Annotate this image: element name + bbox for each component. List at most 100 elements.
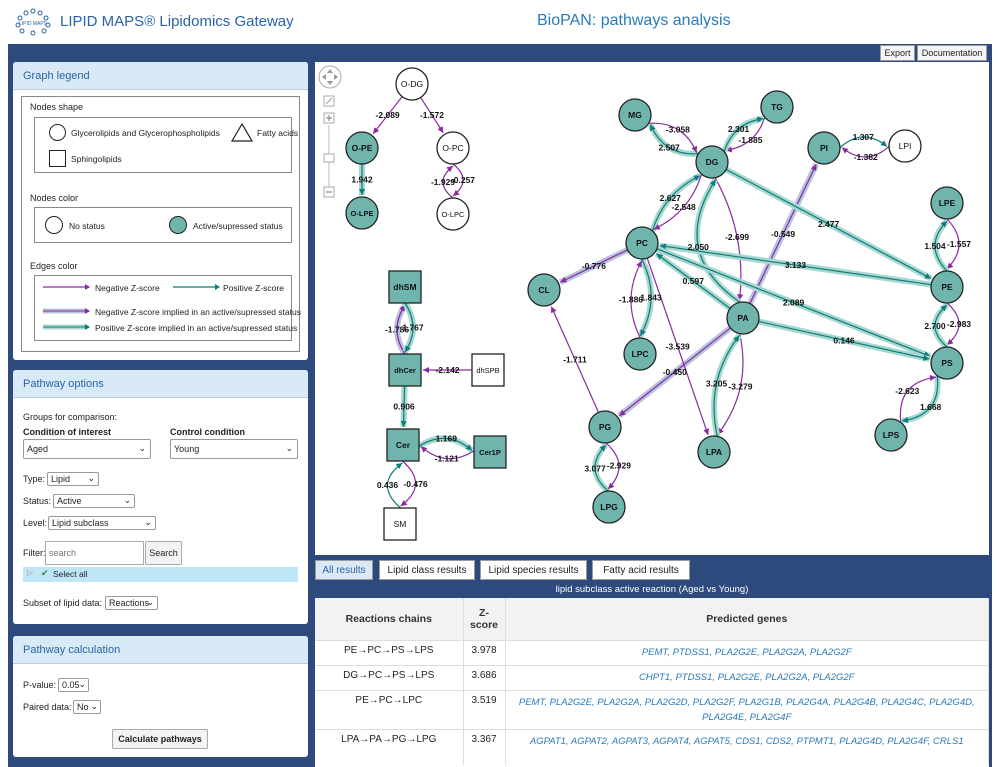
node-pi[interactable]: [807, 131, 841, 165]
edge-label: -1.557: [947, 239, 971, 249]
node-pc[interactable]: [625, 226, 659, 260]
edge[interactable]: [550, 306, 600, 413]
results-table: Reactions chains Z-score Predicted genes…: [315, 598, 989, 765]
node-lpi[interactable]: [888, 129, 922, 163]
subset-select[interactable]: Reactions⌄: [105, 596, 158, 610]
lipid-maps-logo[interactable]: LIPID MAPS: [14, 8, 52, 36]
edge-arrow-icon: [841, 147, 849, 154]
node-lpa[interactable]: [697, 435, 731, 469]
search-button[interactable]: Search: [145, 541, 182, 565]
edge[interactable]: [659, 244, 932, 286]
documentation-button[interactable]: Documentation: [917, 45, 987, 61]
edge[interactable]: [630, 260, 643, 339]
site-title[interactable]: LIPID MAPS® Lipidomics Gateway: [60, 13, 294, 30]
node-dhcer[interactable]: [388, 353, 422, 387]
edge[interactable]: [559, 249, 628, 283]
node-pa[interactable]: [726, 301, 760, 335]
node-lps[interactable]: [874, 418, 908, 452]
node-pe[interactable]: [930, 270, 964, 304]
edge-arrow-icon: [560, 276, 567, 283]
node-sm[interactable]: [383, 507, 417, 541]
edge[interactable]: [649, 124, 699, 155]
edge-label: 1.307: [853, 132, 875, 142]
node-lpc[interactable]: [623, 337, 657, 371]
node-label: LPI: [899, 141, 912, 151]
genes-cell[interactable]: CHPT1, PTDSS1, PLA2G2E, PLA2G2A, PLA2G2F: [505, 664, 989, 690]
edge[interactable]: [713, 335, 740, 437]
tab-all-results[interactable]: All results: [315, 560, 373, 580]
tab-fatty-acid-results[interactable]: Fatty acid results: [592, 560, 690, 580]
calculate-pathways-button[interactable]: Calculate pathways: [112, 729, 208, 749]
graph-legend-title: Graph legend: [13, 62, 308, 90]
select-all-row[interactable]: ▷ ✔ Select all: [23, 567, 298, 582]
filter-input[interactable]: [45, 541, 144, 565]
control-select[interactable]: Young⌄: [170, 439, 298, 459]
edge[interactable]: [656, 253, 731, 309]
edge-label: -2.929: [607, 460, 631, 470]
level-select[interactable]: Lipid subclass⌄: [48, 516, 156, 530]
edge[interactable]: [639, 258, 652, 337]
node-pg[interactable]: [588, 410, 622, 444]
genes-cell[interactable]: AGPAT1, AGPAT2, AGPAT3, AGPAT4, AGPAT5, …: [505, 728, 989, 765]
edge-arrow-icon: [880, 140, 888, 147]
edge[interactable]: [651, 175, 701, 232]
edge-label: -2.142: [435, 365, 459, 375]
node-cer[interactable]: [386, 428, 420, 462]
expand-arrow-icon[interactable]: ▷: [27, 568, 34, 577]
node-ps[interactable]: [930, 346, 964, 380]
edge[interactable]: [899, 376, 937, 423]
genes-cell[interactable]: PEMT, PLA2G2E, PLA2G2A, PLA2G2D, PLA2G2F…: [505, 689, 989, 729]
edge-label: 2.700: [924, 321, 946, 331]
edge[interactable]: [696, 179, 741, 303]
edge[interactable]: [646, 257, 709, 436]
edge[interactable]: [653, 173, 703, 230]
edge[interactable]: [714, 177, 742, 301]
edge[interactable]: [618, 327, 731, 417]
edge[interactable]: [648, 122, 698, 153]
condition-select[interactable]: Aged⌄: [23, 439, 151, 459]
node-o-pc[interactable]: [436, 131, 470, 165]
status-select[interactable]: Active⌄: [53, 494, 135, 508]
paired-select[interactable]: No⌄: [73, 700, 101, 714]
edge-arrow-icon: [737, 294, 744, 301]
edge[interactable]: [758, 320, 930, 360]
node-dg[interactable]: [695, 145, 729, 179]
node-label: O-LPE: [351, 209, 374, 218]
edge-arrow-icon: [691, 145, 698, 153]
edge-arrow-icon: [693, 175, 701, 181]
node-cl[interactable]: [527, 273, 561, 307]
edge-label: 3.077: [584, 464, 606, 474]
genes-cell[interactable]: PEMT, PTDSS1, PLA2G2E, PLA2G2A, PLA2G2F: [505, 639, 989, 665]
positive-edge-icon: [173, 284, 220, 290]
edge[interactable]: [717, 333, 744, 435]
node-cer1p[interactable]: [473, 435, 507, 469]
tab-lipid-species-results[interactable]: Lipid species results: [480, 560, 587, 580]
node-lpg[interactable]: [592, 490, 626, 524]
edge-label: 2.301: [728, 124, 750, 134]
node-o-dg[interactable]: [395, 67, 429, 101]
pvalue-select[interactable]: 0.05⌄: [58, 678, 89, 692]
edge[interactable]: [656, 248, 931, 357]
edge[interactable]: [725, 168, 932, 280]
type-select[interactable]: Lipid⌄: [47, 472, 99, 486]
node-dhspb[interactable]: [471, 353, 505, 387]
node-lpe[interactable]: [930, 186, 964, 220]
chevron-down-icon: ⌄: [285, 443, 293, 453]
node-label: TG: [771, 102, 783, 112]
chevron-down-icon: ⌄: [123, 495, 131, 505]
zoom-controls[interactable]: [318, 65, 344, 205]
tab-lipid-class-results[interactable]: Lipid class results: [379, 560, 475, 580]
node-dhsm[interactable]: [388, 270, 422, 304]
node-mg[interactable]: [618, 98, 652, 132]
node-o-lpc[interactable]: [436, 197, 470, 231]
node-o-lpe[interactable]: [345, 196, 379, 230]
export-button[interactable]: Export: [880, 45, 915, 61]
edge-arrow-icon: [947, 338, 954, 345]
edge[interactable]: [901, 375, 939, 422]
node-o-pe[interactable]: [345, 131, 379, 165]
checkbox-checked-icon[interactable]: ✔: [41, 568, 49, 578]
chain-cell: DG→PC→PS→LPS: [315, 664, 464, 690]
node-tg[interactable]: [760, 90, 794, 124]
